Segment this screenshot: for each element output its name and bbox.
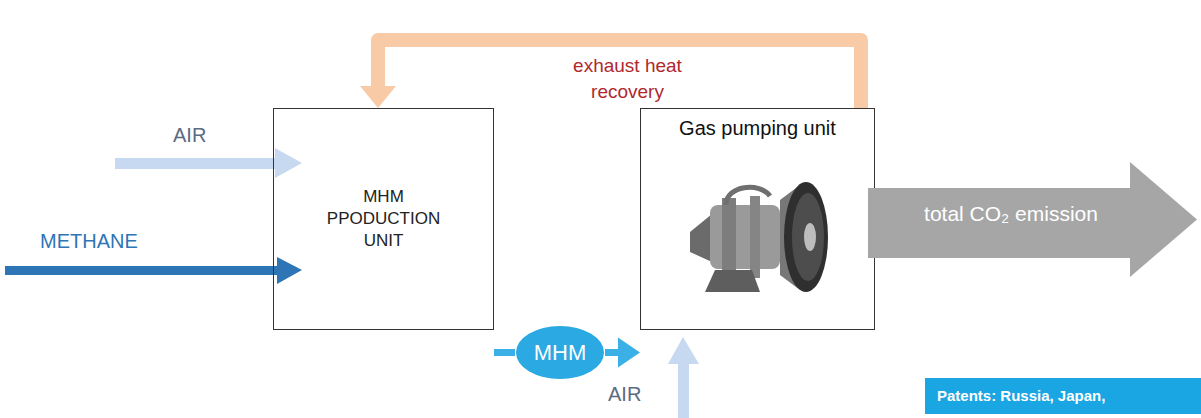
flow-label: AIR (173, 124, 206, 147)
edge-label: exhaust heat recovery (563, 53, 693, 104)
flow-ellipse: MHM (515, 325, 605, 380)
node-text: MHM PPODUCTION UNIT (309, 186, 459, 252)
flow-connector (494, 352, 515, 353)
node-text: total CO₂ emission (886, 202, 1136, 226)
node-text: Patents: Russia, Japan, (937, 387, 1105, 404)
flow-connector (360, 40, 861, 108)
turbine-illustration (690, 182, 828, 292)
flow-label: METHANE (40, 230, 138, 253)
process-box: Gas pumping unit (640, 108, 875, 330)
methane-arrow (5, 257, 302, 284)
flow-label: AIR (608, 383, 641, 406)
patent-banner: Patents: Russia, Japan, (925, 378, 1201, 414)
process-box: MHM PPODUCTION UNIT (273, 108, 494, 330)
flow-connector (605, 338, 640, 368)
emission-arrow: total CO₂ emission (868, 162, 1201, 277)
node-text: MHM (534, 340, 587, 366)
node-text: Gas pumping unit (641, 117, 874, 140)
air-arrow-bottom (668, 337, 699, 418)
